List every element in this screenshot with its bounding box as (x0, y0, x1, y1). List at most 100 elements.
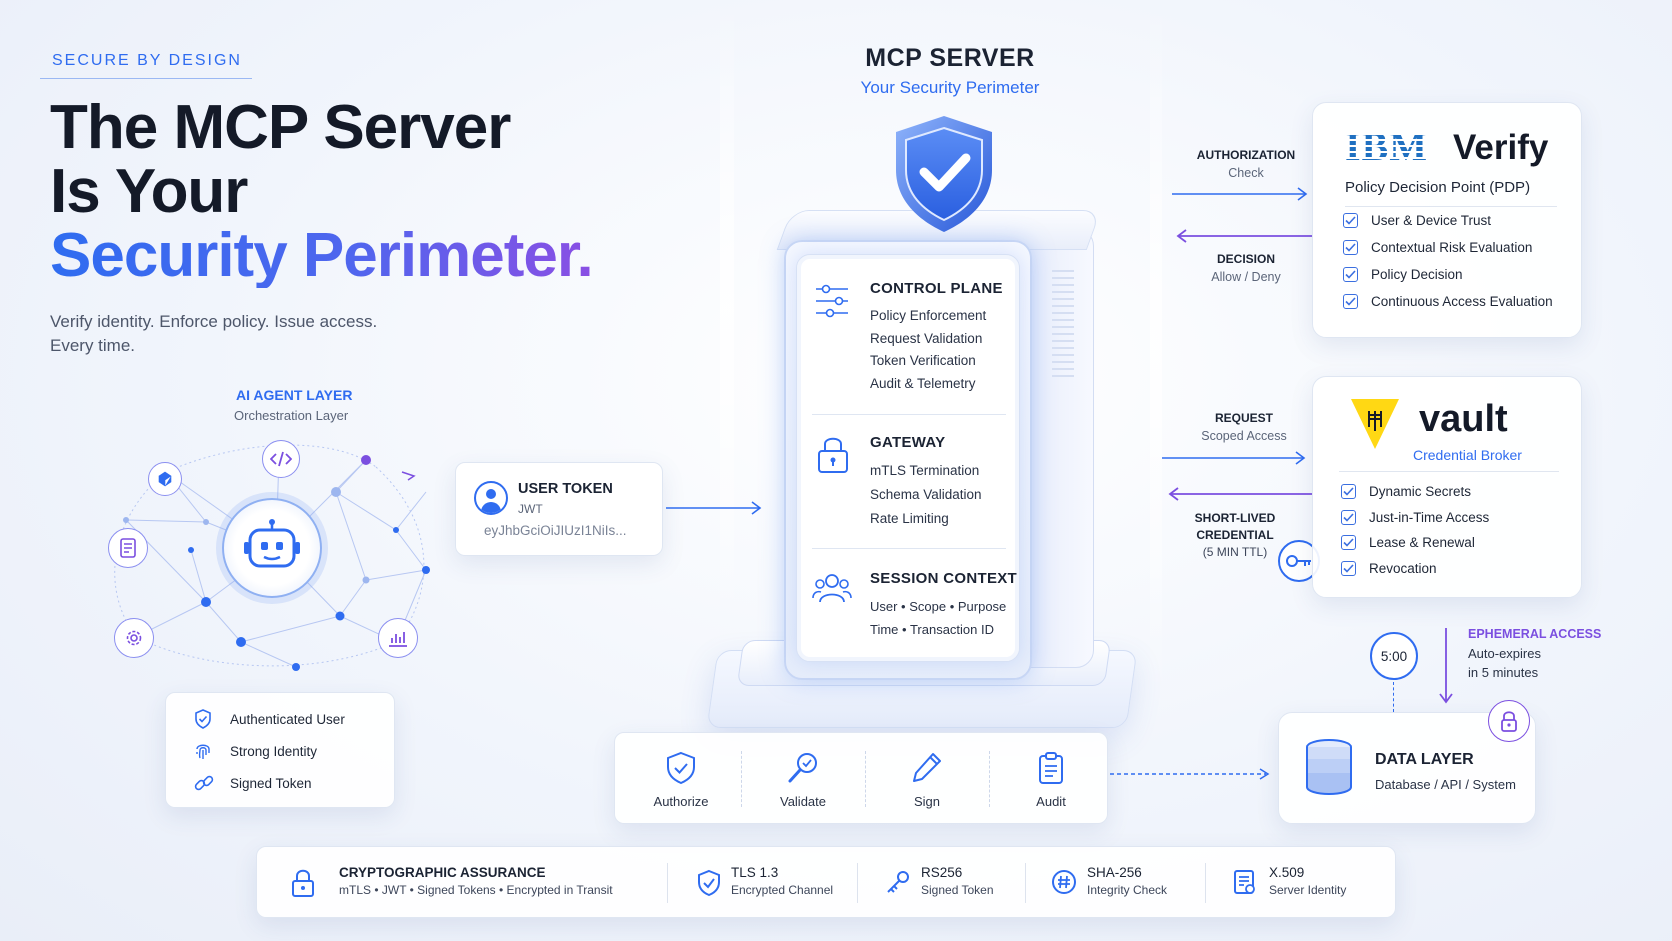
clipboard-icon (1039, 752, 1063, 784)
vault-check-item: Just-in-Time Access (1341, 505, 1489, 531)
flow-credential: SHORT-LIVED CREDENTIAL (5 MIN TTL) (1180, 510, 1290, 561)
vault-check-label: Revocation (1369, 560, 1437, 576)
action-label: Validate (779, 794, 826, 809)
ibm-check-item: Contextual Risk Evaluation (1343, 234, 1553, 261)
server-subtitle: Your Security Perimeter (860, 78, 1040, 97)
strip-item-rs256: RS256 Signed Token (885, 847, 1035, 917)
magnifier-icon (788, 753, 817, 783)
vault-check-label: Just-in-Time Access (1369, 509, 1490, 525)
sliders-icon (816, 284, 848, 318)
strip-divider (1025, 863, 1026, 903)
user-token-card: USER TOKEN JWT eyJhbGciOiJIUzI1NiIs... (455, 462, 663, 556)
vault-check-item: Lease & Renewal (1341, 530, 1489, 556)
control-plane-item: Policy Enforcement (870, 308, 987, 323)
robot-agent-icon (244, 519, 300, 568)
flow-credential-line1: SHORT-LIVED (1194, 511, 1276, 525)
eyebrow: SECURE BY DESIGN (52, 52, 242, 69)
ibm-divider (1345, 206, 1557, 207)
timer-connector (1393, 682, 1394, 712)
ibm-check-item: User & Device Trust (1343, 207, 1553, 234)
vault-request-arrow (1162, 451, 1306, 465)
control-plane-title: CONTROL PLANE (870, 280, 1003, 297)
ibm-check-label: User & Device Trust (1371, 213, 1492, 228)
eyebrow-underline (40, 78, 252, 79)
user-token-type: JWT (518, 502, 543, 516)
action-authorize[interactable]: Authorize (623, 733, 739, 823)
flow-request-sub: Scoped Access (1201, 429, 1287, 443)
ibm-check-label: Continuous Access Evaluation (1371, 294, 1553, 309)
robot-agent-halo (222, 498, 322, 598)
action-bar: Authorize Validate Sign Audit (614, 732, 1108, 824)
node-gear-icon (114, 618, 154, 658)
data-layer-title: DATA LAYER (1375, 751, 1474, 768)
ibm-product-name: Verify (1453, 128, 1549, 167)
ibm-checklist: User & Device Trust Contextual Risk Eval… (1343, 207, 1553, 315)
session-context-title: SESSION CONTEXT (870, 570, 1018, 587)
ibm-subtitle: Policy Decision Point (PDP) (1345, 179, 1531, 196)
strip-item-crypto-assurance: CRYPTOGRAPHIC ASSURANCE mTLS • JWT • Sig… (291, 847, 631, 917)
vault-logo-icon (1351, 399, 1399, 449)
flow-credential-line2: CREDENTIAL (1196, 528, 1274, 542)
ephemeral-down-arrow (1439, 628, 1453, 704)
badge-signed-token: Signed Token (194, 773, 312, 793)
gateway-item: Schema Validation (870, 487, 982, 502)
server-title: MCP SERVER (865, 44, 1035, 72)
action-label: Authorize (653, 794, 709, 809)
vault-product-name: vault (1419, 398, 1508, 440)
checkbox-icon (1343, 267, 1358, 282)
ibm-logo: IBM (1345, 124, 1428, 169)
control-plane-item: Audit & Telemetry (870, 375, 976, 391)
flow-authorization: AUTHORIZATION Check (1180, 148, 1312, 180)
action-divider (989, 751, 990, 807)
node-chart-icon (378, 618, 418, 658)
action-audit[interactable]: Audit (993, 733, 1109, 823)
strip-divider (857, 863, 858, 903)
badge-label: Strong Identity (230, 743, 318, 759)
badge-authenticated-user: Authenticated User (194, 709, 345, 729)
action-divider (741, 751, 742, 807)
checkbox-icon (1341, 509, 1356, 525)
hash-icon (1052, 870, 1076, 894)
strip-sub: Encrypted Channel (731, 883, 834, 897)
vault-check-item: Revocation (1341, 556, 1489, 582)
server-vents (1052, 270, 1074, 380)
agent-badges-card: Authenticated User Strong Identity Signe… (165, 692, 395, 808)
control-plane-item: Token Verification (870, 353, 976, 368)
ibm-check-label: Contextual Risk Evaluation (1371, 240, 1533, 255)
checkbox-icon (1343, 213, 1358, 228)
vault-card: vault Credential Broker Dynamic Secrets … (1312, 376, 1582, 598)
hero-title-line3: Security Perimeter. (50, 221, 594, 290)
hero-tagline-line2: Every time. (50, 336, 136, 355)
user-avatar-icon (474, 481, 508, 515)
checkbox-icon (1343, 240, 1358, 255)
action-validate[interactable]: Validate (745, 733, 861, 823)
checkbox-icon (1341, 560, 1356, 576)
data-lock-badge (1488, 700, 1530, 742)
strip-title: X.509 (1269, 865, 1305, 880)
pen-icon (913, 753, 941, 782)
token-to-server-arrow (666, 501, 762, 515)
light-beam-left (720, 0, 734, 620)
flow-decision: DECISION Allow / Deny (1180, 252, 1312, 284)
strip-item-sha256: SHA-256 Integrity Check (1051, 847, 1221, 917)
strip-sub: Signed Token (921, 883, 994, 897)
session-context-line2: Time • Transaction ID (870, 622, 994, 637)
session-context-line1: User • Scope • Purpose (870, 599, 1007, 614)
padlock-icon (818, 437, 848, 473)
panel-divider (812, 414, 1006, 415)
gateway-item: Rate Limiting (870, 511, 949, 526)
action-sign[interactable]: Sign (869, 733, 985, 823)
vault-divider (1339, 471, 1559, 472)
strip-title: TLS 1.3 (731, 865, 779, 880)
agent-layer-subtitle: Orchestration Layer (234, 408, 349, 423)
action-divider (865, 751, 866, 807)
lock-icon (292, 869, 314, 897)
flow-credential-line3: (5 MIN TTL) (1202, 545, 1268, 559)
node-code-icon (262, 440, 300, 478)
database-icon (1306, 739, 1352, 796)
strip-sub: Integrity Check (1087, 883, 1168, 897)
checkbox-icon (1341, 484, 1356, 500)
key-icon (887, 871, 909, 893)
actions-to-data-arrow (1110, 768, 1270, 780)
vault-subtitle: Credential Broker (1413, 447, 1522, 463)
